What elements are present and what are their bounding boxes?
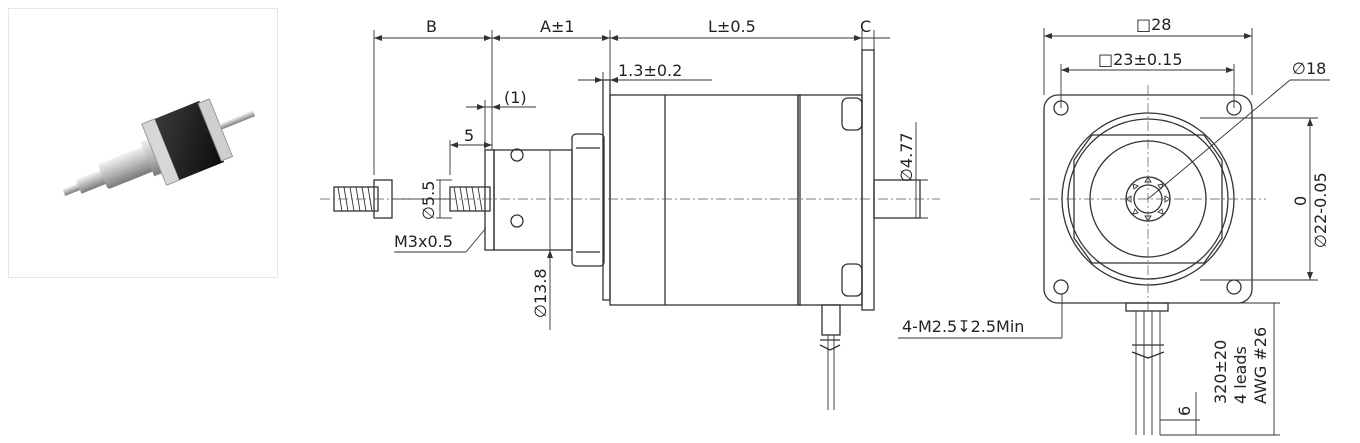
label-lead-length: 320±20: [1211, 340, 1230, 404]
label-B: B: [426, 17, 437, 36]
label-tol-upper: 0: [1291, 196, 1310, 206]
stepper-motor-illustration: [62, 98, 256, 197]
label-L: L±0.5: [708, 17, 756, 36]
label-thread: M3x0.5: [394, 232, 453, 251]
label-18: ∅18: [1292, 59, 1326, 78]
label-28: □28: [1136, 15, 1171, 34]
label-13-8: ∅13.8: [531, 268, 550, 318]
label-A: A±1: [540, 17, 575, 36]
label-23: □23±0.15: [1098, 50, 1183, 69]
side-view: [320, 30, 940, 410]
label-5-5: ∅5.5: [419, 181, 438, 220]
label-paren-1: (1): [504, 88, 527, 107]
label-C: C: [860, 17, 871, 36]
product-photo: [8, 8, 278, 278]
label-5: 5: [464, 126, 474, 145]
label-6: 6: [1175, 406, 1194, 416]
label-1-3: 1.3±0.2: [618, 61, 682, 80]
label-leads: 4 leads: [1231, 346, 1250, 404]
label-awg: AWG #26: [1251, 327, 1270, 404]
label-4-77: ∅4.77: [897, 132, 916, 182]
label-holes: 4-M2.5↧2.5Min: [902, 317, 1024, 336]
label-22: ∅22-0.05: [1311, 172, 1330, 248]
front-view: [898, 28, 1330, 436]
